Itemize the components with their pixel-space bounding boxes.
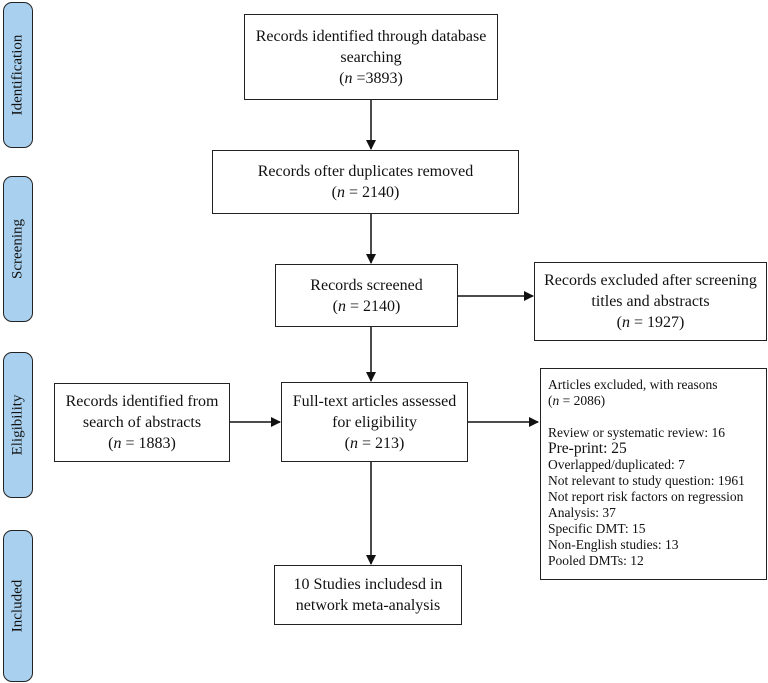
phase-eligibility: Eligibility <box>3 352 33 498</box>
box-line: searching <box>340 48 402 66</box>
box-line: Records identified from <box>65 393 219 410</box>
box-line: Records ofter duplicates removed <box>257 163 474 180</box>
phase-screening: Screening <box>3 176 33 322</box>
reason-item: Non-English studies: 13 <box>548 537 679 552</box>
box-count: (n = 1927) <box>616 314 685 331</box>
box-line: titles and abstracts <box>591 293 710 310</box>
box-count: (n = 213) <box>344 434 405 452</box>
reasons-header: Articles excluded, with reasons <box>548 377 718 392</box>
box-line: Full-text articles assessed <box>292 392 457 410</box>
phase-identification: Identification <box>3 2 33 148</box>
records-identified-box: Records identified through database sear… <box>244 14 498 100</box>
box-line: Records screened <box>310 276 423 294</box>
reason-item: Analysis: 37 <box>548 505 616 520</box>
box-count: (n = 1883) <box>108 435 176 452</box>
records-excluded-screening-box: Records excluded after screening titles … <box>534 262 767 341</box>
studies-included-box: 10 Studies includesd in network meta-ana… <box>274 565 462 625</box>
records-after-duplicates-box: Records ofter duplicates removed (n = 21… <box>212 150 519 214</box>
box-line: for eligibility <box>332 413 417 431</box>
reason-item: Not relevant to study question: 1961 <box>548 473 745 488</box>
box-count: (n =3893) <box>339 69 403 87</box>
box-line: search of abstracts <box>82 414 202 431</box>
records-screened-box: Records screened (n = 2140) <box>275 264 458 327</box>
records-abstract-search-box: Records identified from search of abstra… <box>54 383 230 462</box>
reason-item: Not report risk factors on regression <box>548 489 744 504</box>
box-line: Records identified through database <box>255 27 487 45</box>
fulltext-assessed-box: Full-text articles assessed for eligibil… <box>281 382 468 462</box>
reason-item: Pooled DMTs: 12 <box>548 553 644 568</box>
phase-included: Included <box>3 530 33 682</box>
box-line: 10 Studies includesd in <box>293 576 443 593</box>
reason-item: Pre-print: 25 <box>548 440 627 457</box>
exclusion-reasons-box: Articles excluded, with reasons (n = 208… <box>540 368 767 580</box>
box-line: network meta-analysis <box>295 597 441 614</box>
reasons-count: (n = 2086) <box>548 393 606 408</box>
reason-item: Overlapped/duplicated: 7 <box>548 457 685 472</box>
reason-item: Review or systematic review: 16 <box>548 425 725 440</box>
box-line: Records excluded after screening <box>544 272 757 289</box>
box-count: (n = 2140) <box>331 184 400 201</box>
box-count: (n = 2140) <box>332 297 401 315</box>
reason-item: Specific DMT: 15 <box>548 521 646 536</box>
